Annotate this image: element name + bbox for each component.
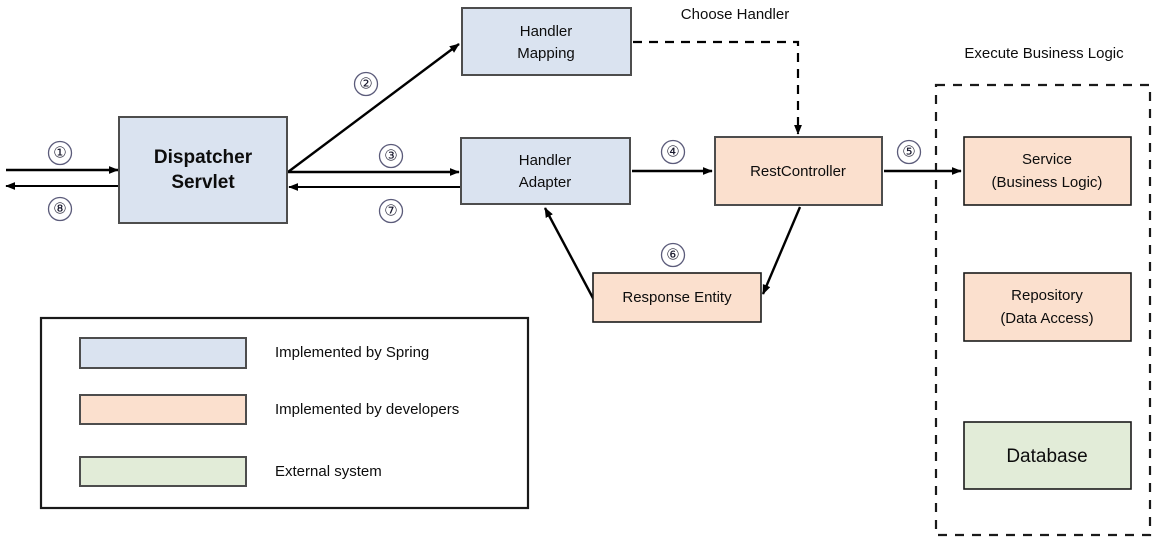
- dispatcher-servlet-label-line2: Servlet: [171, 172, 235, 193]
- database-label: Database: [1006, 446, 1087, 467]
- flow-edges: [5, 40, 962, 301]
- step-7-number: ⑦: [384, 203, 397, 219]
- step-4: ④: [660, 139, 686, 165]
- step-3-number: ③: [384, 148, 397, 164]
- legend-item-external: External system: [79, 456, 382, 487]
- service-box[interactable]: [963, 136, 1132, 206]
- response-entity-label: Response Entity: [622, 289, 732, 306]
- business-logic-group-title: Execute Business Logic: [964, 45, 1124, 62]
- response-entity-box[interactable]: [592, 272, 762, 323]
- step-6: ⑥: [660, 242, 686, 268]
- edge-response-entity-to-handler-adapter: [543, 207, 596, 301]
- repository-label-line1: Repository: [1011, 287, 1083, 304]
- edge-rest-controller-to-response-entity: [761, 206, 802, 295]
- database-box[interactable]: [963, 421, 1132, 490]
- step-8: ⑧: [47, 196, 73, 222]
- rest-controller-label: RestController: [750, 163, 846, 180]
- choose-handler-note: Choose Handler: [681, 6, 789, 23]
- node-rest-controller[interactable]: RestController: [714, 136, 883, 206]
- step-1-ring: [47, 140, 73, 166]
- legend-swatch-external: [79, 456, 247, 487]
- step-5: ⑤: [896, 139, 922, 165]
- step-4-number: ④: [666, 144, 679, 160]
- step-3: ③: [378, 143, 404, 169]
- edge-dispatcher-to-handler-mapping: [287, 43, 460, 173]
- step-2-ring: [353, 71, 379, 97]
- step-5-number: ⑤: [902, 144, 915, 160]
- step-markers: ① ② ③ ④ ⑤ ⑥ ⑦: [47, 71, 922, 268]
- step-3-ring: [378, 143, 404, 169]
- business-logic-group: Execute Business Logic: [934, 45, 1152, 537]
- handler-adapter-box[interactable]: [460, 137, 631, 205]
- handler-mapping-label-line1: Handler: [520, 23, 573, 40]
- repository-box[interactable]: [963, 272, 1132, 342]
- service-label-line2: (Business Logic): [992, 174, 1103, 191]
- step-6-ring: [660, 242, 686, 268]
- legend-swatch-developers: [79, 394, 247, 425]
- node-database[interactable]: Database: [963, 421, 1132, 490]
- edge-choose-handler-dashed: [633, 40, 802, 135]
- dispatcher-servlet-box[interactable]: [118, 116, 288, 224]
- repository-label-line2: (Data Access): [1000, 310, 1093, 327]
- step-1-number: ①: [53, 145, 66, 161]
- step-2-number: ②: [359, 76, 372, 92]
- step-5-ring: [896, 139, 922, 165]
- step-2: ②: [353, 71, 379, 97]
- step-1: ①: [47, 140, 73, 166]
- handler-mapping-label-line2: Mapping: [517, 45, 575, 62]
- node-service[interactable]: Service (Business Logic): [963, 136, 1132, 206]
- step-7: ⑦: [378, 198, 404, 224]
- legend-panel: Implemented by Spring Implemented by dev…: [39, 316, 530, 510]
- service-label-line1: Service: [1022, 151, 1072, 168]
- handler-mapping-box[interactable]: [461, 7, 632, 76]
- legend-swatch-spring: [79, 337, 247, 369]
- node-repository[interactable]: Repository (Data Access): [963, 272, 1132, 342]
- step-8-ring: [47, 196, 73, 222]
- edge-notes: Choose Handler: [681, 6, 789, 23]
- legend-label-external: External system: [275, 463, 382, 480]
- node-handler-mapping[interactable]: Handler Mapping: [461, 7, 632, 76]
- rest-controller-box[interactable]: [714, 136, 883, 206]
- node-dispatcher-servlet[interactable]: Dispatcher Servlet: [118, 116, 288, 224]
- step-4-ring: [660, 139, 686, 165]
- legend-label-spring: Implemented by Spring: [275, 344, 429, 361]
- dispatcher-servlet-label-line1: Dispatcher: [154, 147, 253, 168]
- legend-label-developers: Implemented by developers: [275, 401, 459, 418]
- legend-item-developers: Implemented by developers: [79, 394, 459, 425]
- business-logic-group-frame: [934, 83, 1152, 537]
- step-7-ring: [378, 198, 404, 224]
- handler-adapter-label-line2: Adapter: [519, 174, 572, 191]
- handler-adapter-label-line1: Handler: [519, 152, 572, 169]
- step-6-number: ⑥: [666, 247, 679, 263]
- legend-item-spring: Implemented by Spring: [79, 337, 429, 369]
- step-8-number: ⑧: [53, 201, 66, 217]
- node-response-entity[interactable]: Response Entity: [592, 272, 762, 323]
- node-handler-adapter[interactable]: Handler Adapter: [460, 137, 631, 205]
